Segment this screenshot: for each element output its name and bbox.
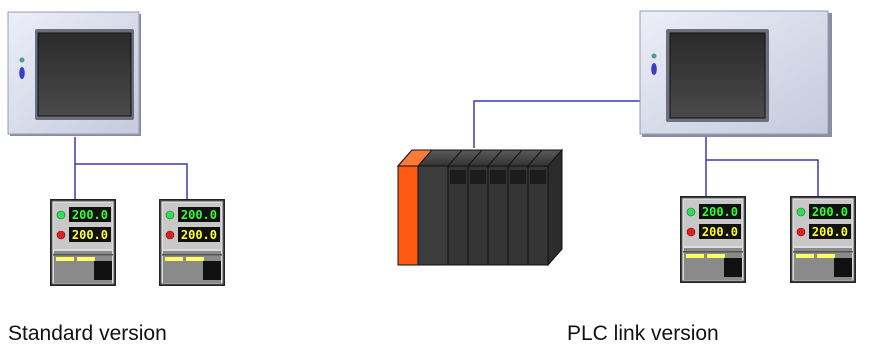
status-led-red <box>165 230 175 240</box>
wire-plc-to-hmi-right <box>473 100 640 148</box>
plc-rack-icon <box>396 148 564 267</box>
sv-display: 200.0 <box>702 225 738 239</box>
temperature-controller-icon: 200.0 200.0 <box>789 195 857 284</box>
temperature-controller-icon: 200.0 200.0 <box>49 198 117 287</box>
wire-hmi-right-to-controller-2 <box>706 159 819 198</box>
caption-standard-version: Standard version <box>8 322 167 345</box>
temperature-controller-icon: 200.0 200.0 <box>158 198 226 287</box>
pv-display: 200.0 <box>181 208 217 222</box>
temperature-controller-icon: 200.0 200.0 <box>679 195 747 284</box>
status-led-red <box>796 227 806 237</box>
status-led-red <box>686 227 696 237</box>
wire-connections <box>74 100 819 201</box>
pv-display: 200.0 <box>72 208 108 222</box>
hmi-touch-panel-icon <box>7 11 141 136</box>
status-led-green <box>686 207 696 217</box>
status-led-red <box>56 230 66 240</box>
status-led-green <box>56 210 66 220</box>
wire-hmi-left-to-controller-2 <box>75 163 188 201</box>
pv-display: 200.0 <box>702 205 738 219</box>
sv-display: 200.0 <box>181 228 217 242</box>
status-led-green <box>796 207 806 217</box>
sv-display: 200.0 <box>812 225 848 239</box>
pv-display: 200.0 <box>812 205 848 219</box>
hmi-touch-panel-icon <box>639 10 832 137</box>
sv-display: 200.0 <box>72 228 108 242</box>
caption-plc-link-version: PLC link version <box>567 322 719 345</box>
status-led-green <box>165 210 175 220</box>
